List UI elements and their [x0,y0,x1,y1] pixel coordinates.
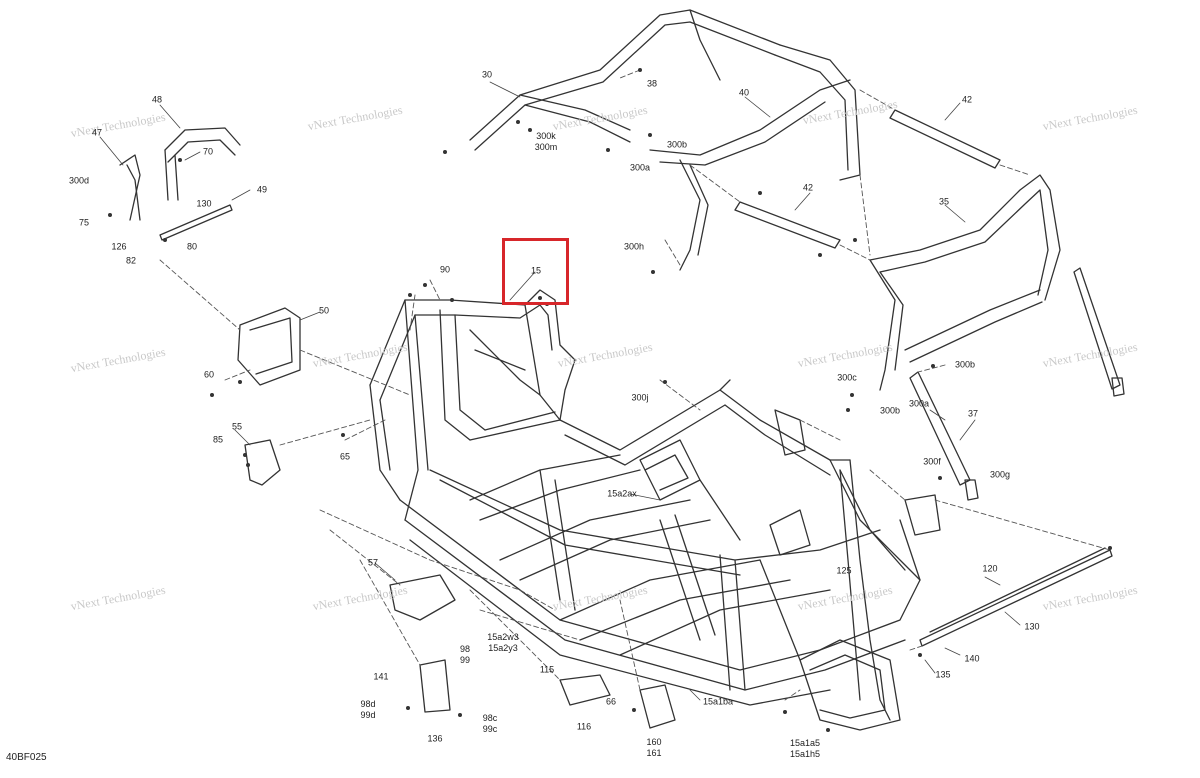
callout-label[interactable]: 300b [954,359,976,370]
callout-label[interactable]: 300c [837,372,857,383]
fasteners [108,68,1112,732]
diagram-code: 40BF025 [6,752,47,763]
callout-label[interactable]: 98d 99d [360,699,376,720]
callout-label[interactable]: 50 [318,305,330,316]
callout-label[interactable]: 300g [989,469,1011,480]
callout-label[interactable]: 300d [68,175,90,186]
callout-label[interactable]: 140 [964,653,980,664]
callout-label[interactable]: 15a2ax [607,488,637,499]
callout-label[interactable]: 300j [631,392,649,403]
callout-label[interactable]: 120 [982,563,998,574]
callout-label[interactable]: 300a [908,398,930,409]
callout-label[interactable]: 66 [605,696,617,707]
callout-label[interactable]: 48 [151,94,163,105]
callout-label[interactable]: 15a1a5 15a1h5 [789,738,821,759]
callout-label[interactable]: 42 [961,94,973,105]
callout-label[interactable]: 300f [923,456,941,467]
callout-label[interactable]: 160 161 [646,737,662,758]
callout-label[interactable]: 42 [802,182,814,193]
brackets [237,307,1125,729]
part-highlight-box [502,238,569,305]
callout-label[interactable]: 98 99 [459,644,471,665]
callout-label[interactable]: 300b [879,405,901,416]
callout-label[interactable]: 38 [646,78,658,89]
callout-label[interactable]: 125 [836,565,852,576]
callout-label[interactable]: 130 [196,198,212,209]
callout-label[interactable]: 130 [1024,621,1040,632]
callout-label[interactable]: 126 [111,241,127,252]
leader-lines [99,81,1021,701]
callout-label[interactable]: 57 [367,557,379,568]
roll-cage [119,9,1121,486]
callout-label[interactable]: 70 [202,146,214,157]
callout-label[interactable]: 136 [427,733,443,744]
callout-label[interactable]: 90 [439,264,451,275]
callout-label[interactable]: 300k 300m [534,131,558,152]
callout-label[interactable]: 15a1ba [702,696,734,707]
callout-label[interactable]: 300a [629,162,651,173]
callout-label[interactable]: 80 [186,241,198,252]
main-frame [369,289,921,731]
callout-label[interactable]: 65 [339,451,351,462]
callout-label[interactable]: 85 [212,434,224,445]
callout-label[interactable]: 55 [231,421,243,432]
callout-label[interactable]: 49 [256,184,268,195]
callout-label[interactable]: 116 [576,721,592,732]
callout-label[interactable]: 300b [666,139,688,150]
callout-label[interactable]: 15a2w3 15a2y3 [487,632,519,653]
callout-label[interactable]: 47 [91,127,103,138]
callout-label[interactable]: 82 [125,255,137,266]
callout-label[interactable]: 37 [967,408,979,419]
callout-label[interactable]: 115 [539,664,555,675]
callout-label[interactable]: 30 [481,69,493,80]
callout-label[interactable]: 40 [738,87,750,98]
callout-label[interactable]: 60 [203,369,215,380]
callout-label[interactable]: 75 [78,217,90,228]
callout-label[interactable]: 98c 99c [482,713,498,734]
callout-label[interactable]: 300h [623,241,645,252]
callout-label[interactable]: 35 [938,196,950,207]
callout-label[interactable]: 141 [373,671,389,682]
callout-label[interactable]: 15 [530,265,542,276]
callout-label[interactable]: 135 [935,669,951,680]
assembly-lines [159,69,1111,701]
